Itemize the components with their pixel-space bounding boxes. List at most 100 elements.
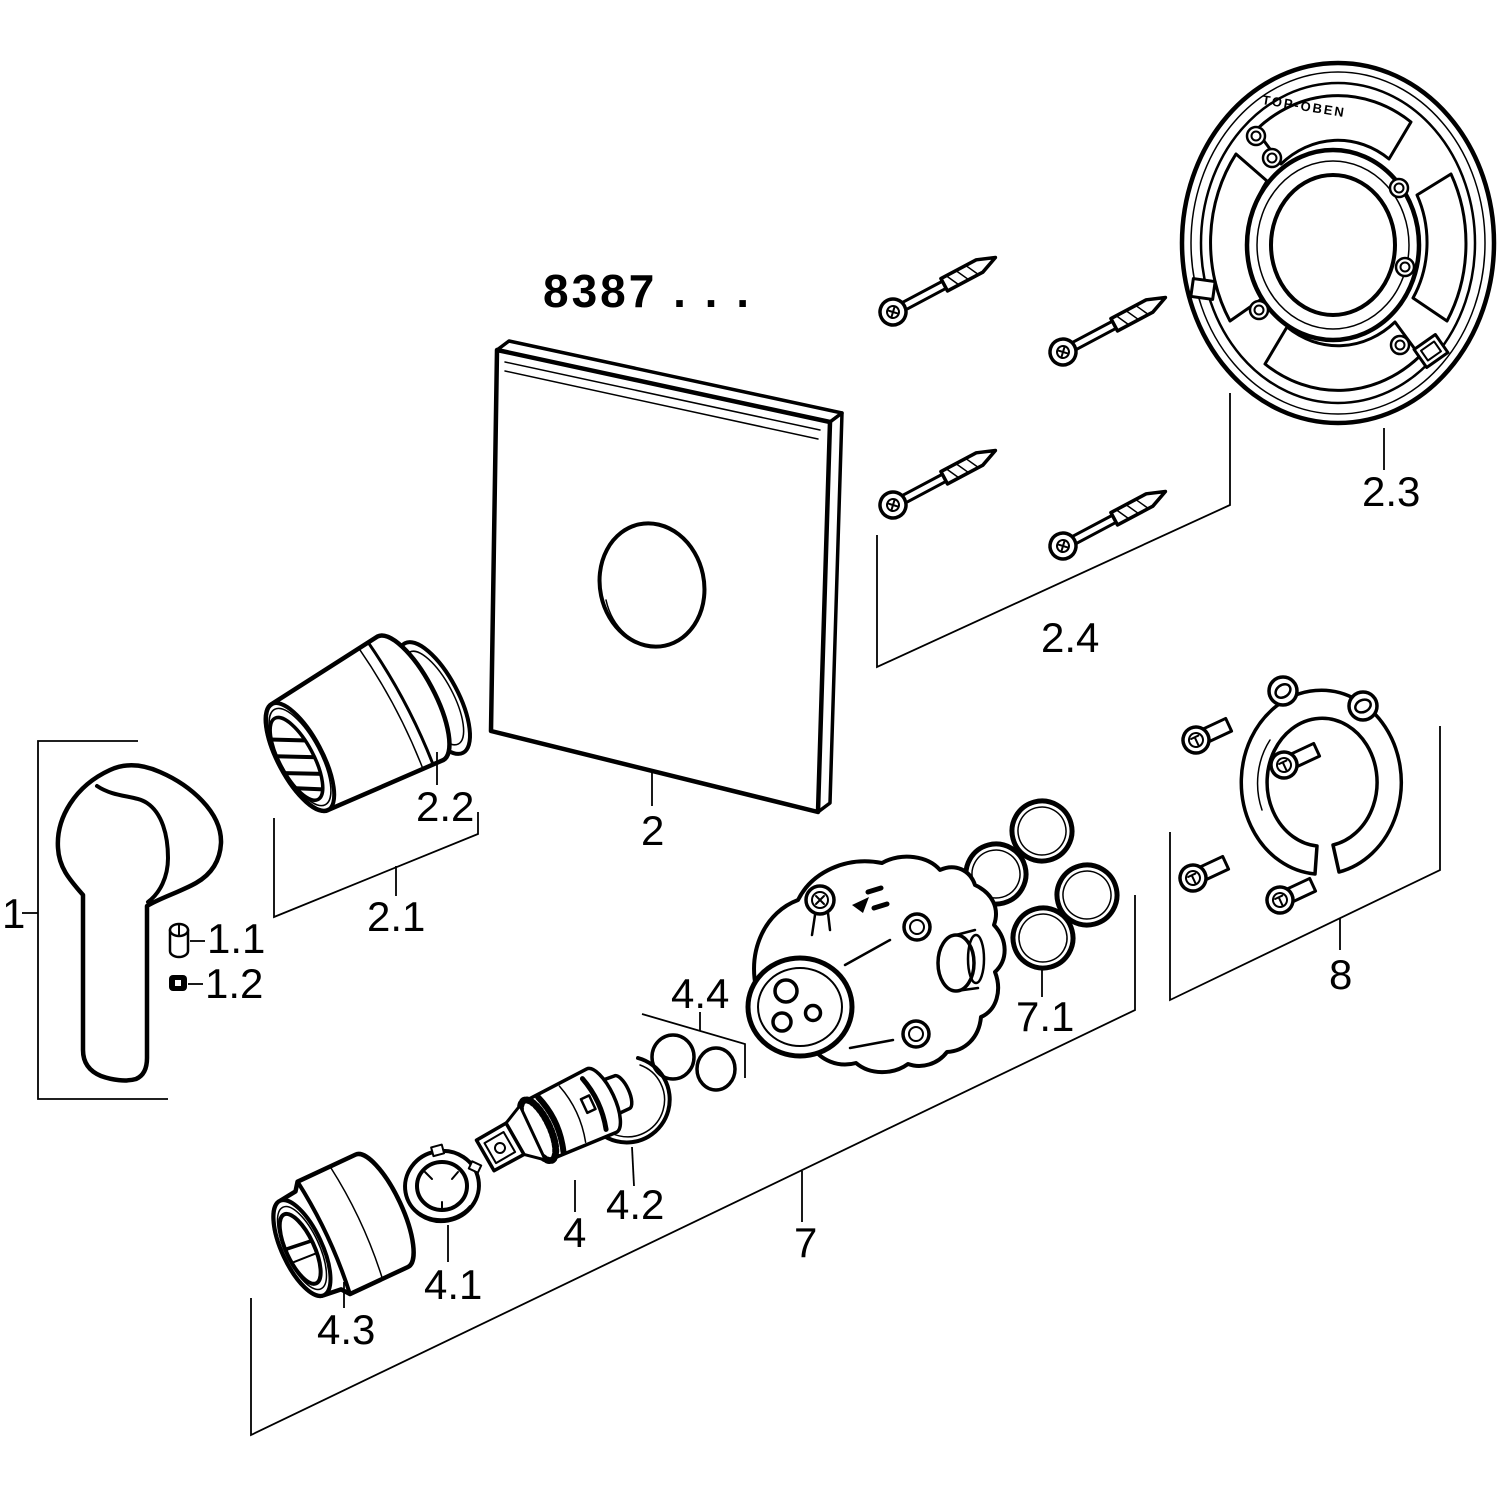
retaining-bracket-group [1173, 675, 1403, 920]
sleeve-groove [366, 641, 435, 766]
plate-chamfer-lines [504, 361, 821, 440]
locking-ring-contour [407, 1199, 471, 1221]
bracket-ear-left [1267, 675, 1299, 707]
handle-plug [169, 975, 187, 991]
ring-rim-inner-contour [1199, 81, 1477, 405]
valve-right-screw [902, 912, 932, 942]
extension-sleeve [259, 633, 452, 814]
valve-front-opening [745, 955, 855, 1059]
locking-ring-splines [424, 1171, 459, 1211]
leader-bracket-2-4 [876, 393, 1231, 669]
callout-4-1: 4.1 [424, 1261, 482, 1308]
ring-rim-contour [1190, 71, 1486, 415]
valve-outlet-end [966, 933, 986, 985]
valve-port-hole-1 [773, 978, 799, 1004]
callout-2-4: 2.4 [1041, 614, 1099, 661]
cartridge-stem-face [474, 1121, 526, 1173]
cap-sleeve [271, 1151, 416, 1299]
callout-labels: 1 1.1 1.2 2 2.1 2.2 2.3 2.4 4 4.1 4.2 4.… [2, 468, 1420, 1353]
callout-4-3: 4.3 [317, 1306, 375, 1353]
valve-cone-lines [843, 938, 895, 1050]
valve-arrow-mark [852, 897, 869, 913]
bracket-ear-left-hole [1274, 683, 1292, 699]
ring-cutout-right [1411, 172, 1468, 323]
leader-bracket-1 [37, 740, 168, 1100]
plate-center-hole [597, 521, 707, 649]
cartridge-slot [579, 1094, 597, 1115]
cartridge-stem-face-inner [483, 1130, 517, 1165]
bracket-screw-4 [1260, 871, 1320, 920]
cartridge [474, 1066, 634, 1173]
mounting-screw-3 [873, 437, 1004, 525]
cartridge-seam [558, 1085, 587, 1144]
bracket-ear-right-hole [1354, 698, 1372, 714]
leader-bracket-7 [250, 895, 1136, 1437]
handle-face-contour [95, 784, 170, 904]
handle-set-screw [168, 922, 190, 959]
leader-bracket-2-1 [273, 812, 479, 919]
sleeve-bore [268, 715, 325, 803]
valve-stamp-marks [865, 885, 890, 911]
mounting-screw-2 [1043, 284, 1174, 372]
callout-2: 2 [641, 807, 664, 854]
valve-outlet-lines [954, 928, 980, 993]
ring-cutout-bottom [1263, 320, 1422, 392]
locking-ring [403, 1143, 483, 1224]
cartridge-band-front [535, 1094, 567, 1155]
callout-4: 4 [563, 1209, 586, 1256]
ring-tab-right [1412, 333, 1450, 369]
cartridge-stem-center [494, 1142, 506, 1154]
diagram-title: 8387 . . . [543, 265, 752, 317]
leader-bracket-8 [1169, 726, 1441, 1002]
mounting-screw-1 [873, 244, 1004, 332]
o-ring-bottom [1006, 901, 1079, 974]
valve-front-contour [757, 967, 843, 1047]
bracket-contour [1256, 739, 1271, 811]
leader-lines [22, 393, 1441, 1437]
o-ring-right [1050, 858, 1123, 931]
cap-step-band [295, 1179, 352, 1297]
bracket-screw-1 [1176, 711, 1236, 760]
callout-2-2: 2.2 [416, 783, 474, 830]
valve-screw-bracket [810, 911, 832, 937]
valve-port-hole-3 [803, 1003, 823, 1023]
sleeve-groove-thin [358, 647, 424, 770]
callout-4-4: 4.4 [671, 970, 729, 1017]
callout-2-1: 2.1 [367, 893, 425, 940]
ring-center-hole [1269, 173, 1397, 317]
callout-2-3: 2.3 [1362, 468, 1420, 515]
cap-seam [329, 1166, 383, 1279]
retaining-bracket-body [1239, 688, 1403, 876]
bracket-screw-3 [1173, 849, 1233, 898]
leader-4-2 [631, 1146, 635, 1187]
callout-1-1: 1.1 [207, 915, 265, 962]
valve-port-hole-2 [771, 1011, 793, 1033]
plate-hole-contour [605, 599, 659, 647]
locking-ring-notch-top [430, 1143, 446, 1158]
callout-7-1: 7.1 [1016, 993, 1074, 1040]
sleeve-splines [259, 737, 334, 807]
mounting-screw-4 [1043, 478, 1174, 566]
cartridge-band-back [579, 1076, 609, 1132]
callout-1: 1 [2, 890, 25, 937]
callout-7: 7 [794, 1219, 817, 1266]
ring-tab-left [1189, 277, 1217, 301]
valve-bottom-screw [901, 1019, 931, 1049]
callout-8: 8 [1329, 951, 1352, 998]
lever-handle [55, 763, 224, 1083]
wall-mounting-ring: TOP-OBEN [1179, 60, 1497, 426]
ring-center-contour [1256, 160, 1410, 330]
valve-body [745, 854, 1007, 1075]
cap-bore-slot [281, 1237, 321, 1265]
small-o-ring-2 [695, 1046, 737, 1092]
leader-bracket-4-4 [641, 1013, 746, 1078]
callout-4-2: 4.2 [606, 1181, 664, 1228]
bracket-ear-right [1347, 690, 1379, 722]
mounting-screws [873, 244, 1174, 566]
ring-cutout-top [1254, 94, 1413, 166]
o-ring-pair [650, 1033, 737, 1092]
escutcheon-plate [488, 339, 844, 815]
small-o-ring-1 [650, 1033, 696, 1081]
